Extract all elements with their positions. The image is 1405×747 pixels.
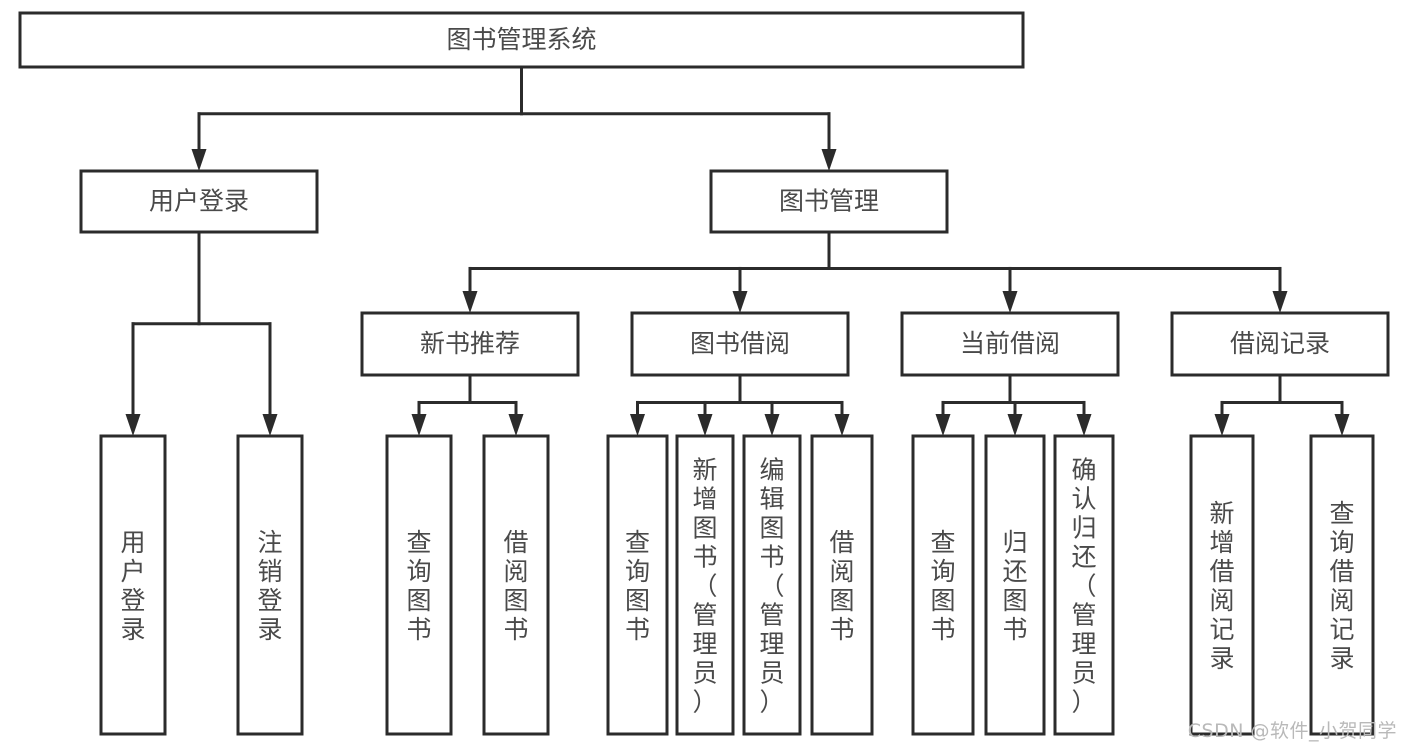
arrow-head-icon	[697, 414, 713, 436]
node-leaf_6[interactable]: 新增图书（管理员）	[675, 434, 735, 736]
node-layer: 图书管理系统用户登录图书管理新书推荐图书借阅当前借阅借阅记录用户登录注销登录查询…	[18, 11, 1390, 736]
arrow-head-icon	[1272, 291, 1288, 313]
arrow-head-icon	[191, 149, 207, 171]
csdn-watermark: CSDN @软件_小贺同学	[1187, 720, 1397, 742]
node-leaf_1[interactable]: 用户登录	[99, 434, 167, 736]
arrow-head-icon	[462, 291, 478, 313]
node-label: 新书推荐	[420, 329, 520, 358]
node-leaf_11[interactable]: 确认归还（管理员）	[1053, 434, 1115, 736]
node-l2_d[interactable]: 借阅记录	[1170, 311, 1390, 377]
node-box[interactable]	[1170, 311, 1390, 377]
node-label: 编辑图书（管理员）	[759, 456, 784, 717]
node-label: 确认归还（管理员）	[1071, 456, 1096, 717]
arrow-head-icon	[1076, 414, 1092, 436]
arrow-head-icon	[834, 414, 850, 436]
node-root[interactable]: 图书管理系统	[18, 11, 1025, 69]
node-leaf_9[interactable]: 查询图书	[911, 434, 975, 736]
arrow-head-icon	[732, 291, 748, 313]
node-box[interactable]	[900, 311, 1120, 377]
node-label: 新增借阅记录	[1209, 499, 1234, 673]
node-label: 新增图书（管理员）	[692, 456, 717, 717]
node-label: 图书借阅	[690, 329, 790, 358]
node-box[interactable]	[911, 434, 975, 736]
node-label: 查询借阅记录	[1329, 499, 1354, 673]
node-leaf_8[interactable]: 借阅图书	[810, 434, 874, 736]
arrow-head-icon	[262, 414, 278, 436]
arrow-head-icon	[1007, 414, 1023, 436]
node-label: 注销登录	[257, 528, 282, 644]
arrow-head-icon	[821, 149, 837, 171]
node-box[interactable]	[984, 434, 1046, 736]
node-box[interactable]	[482, 434, 550, 736]
node-l1_b[interactable]: 图书管理	[709, 169, 949, 234]
node-leaf_5[interactable]: 查询图书	[606, 434, 669, 736]
node-box[interactable]	[606, 434, 669, 736]
node-box[interactable]	[360, 311, 580, 377]
node-box[interactable]	[742, 434, 802, 736]
arrow-head-icon	[1334, 414, 1350, 436]
node-box[interactable]	[18, 11, 1025, 69]
node-box[interactable]	[1053, 434, 1115, 736]
arrow-head-icon	[508, 414, 524, 436]
node-label: 查询图书	[406, 528, 431, 644]
node-leaf_2[interactable]: 注销登录	[236, 434, 304, 736]
arrow-head-icon	[764, 414, 780, 436]
node-l2_c[interactable]: 当前借阅	[900, 311, 1120, 377]
node-box[interactable]	[1189, 434, 1255, 736]
node-box[interactable]	[675, 434, 735, 736]
node-leaf_13[interactable]: 查询借阅记录	[1309, 434, 1375, 736]
node-box[interactable]	[1309, 434, 1375, 736]
arrow-head-icon	[411, 414, 427, 436]
node-label: 当前借阅	[960, 329, 1060, 358]
arrow-head-icon	[630, 414, 645, 436]
node-label: 借阅图书	[829, 528, 854, 644]
node-leaf_4[interactable]: 借阅图书	[482, 434, 550, 736]
arrow-head-icon	[125, 414, 141, 436]
node-label: 查询图书	[930, 528, 955, 644]
node-label: 归还图书	[1002, 528, 1027, 644]
connector-layer	[125, 65, 1350, 436]
node-leaf_3[interactable]: 查询图书	[385, 434, 453, 736]
node-box[interactable]	[810, 434, 874, 736]
node-l2_b[interactable]: 图书借阅	[630, 311, 850, 377]
node-label: 借阅记录	[1230, 329, 1330, 358]
node-label: 图书管理系统	[446, 25, 596, 54]
node-label: 图书管理	[779, 187, 879, 216]
arrow-head-icon	[1002, 291, 1018, 313]
node-label: 借阅图书	[503, 528, 528, 644]
arrow-head-icon	[935, 414, 951, 436]
node-box[interactable]	[385, 434, 453, 736]
arrow-head-icon	[1214, 414, 1230, 436]
node-box[interactable]	[630, 311, 850, 377]
node-l1_a[interactable]: 用户登录	[79, 169, 319, 234]
node-leaf_12[interactable]: 新增借阅记录	[1189, 434, 1255, 736]
node-box[interactable]	[79, 169, 319, 234]
node-box[interactable]	[99, 434, 167, 736]
node-label: 查询图书	[625, 528, 650, 644]
node-l2_a[interactable]: 新书推荐	[360, 311, 580, 377]
node-leaf_7[interactable]: 编辑图书（管理员）	[742, 434, 802, 736]
node-leaf_10[interactable]: 归还图书	[984, 434, 1046, 736]
node-box[interactable]	[709, 169, 949, 234]
node-label: 用户登录	[149, 187, 249, 216]
node-label: 用户登录	[120, 528, 145, 644]
node-box[interactable]	[236, 434, 304, 736]
